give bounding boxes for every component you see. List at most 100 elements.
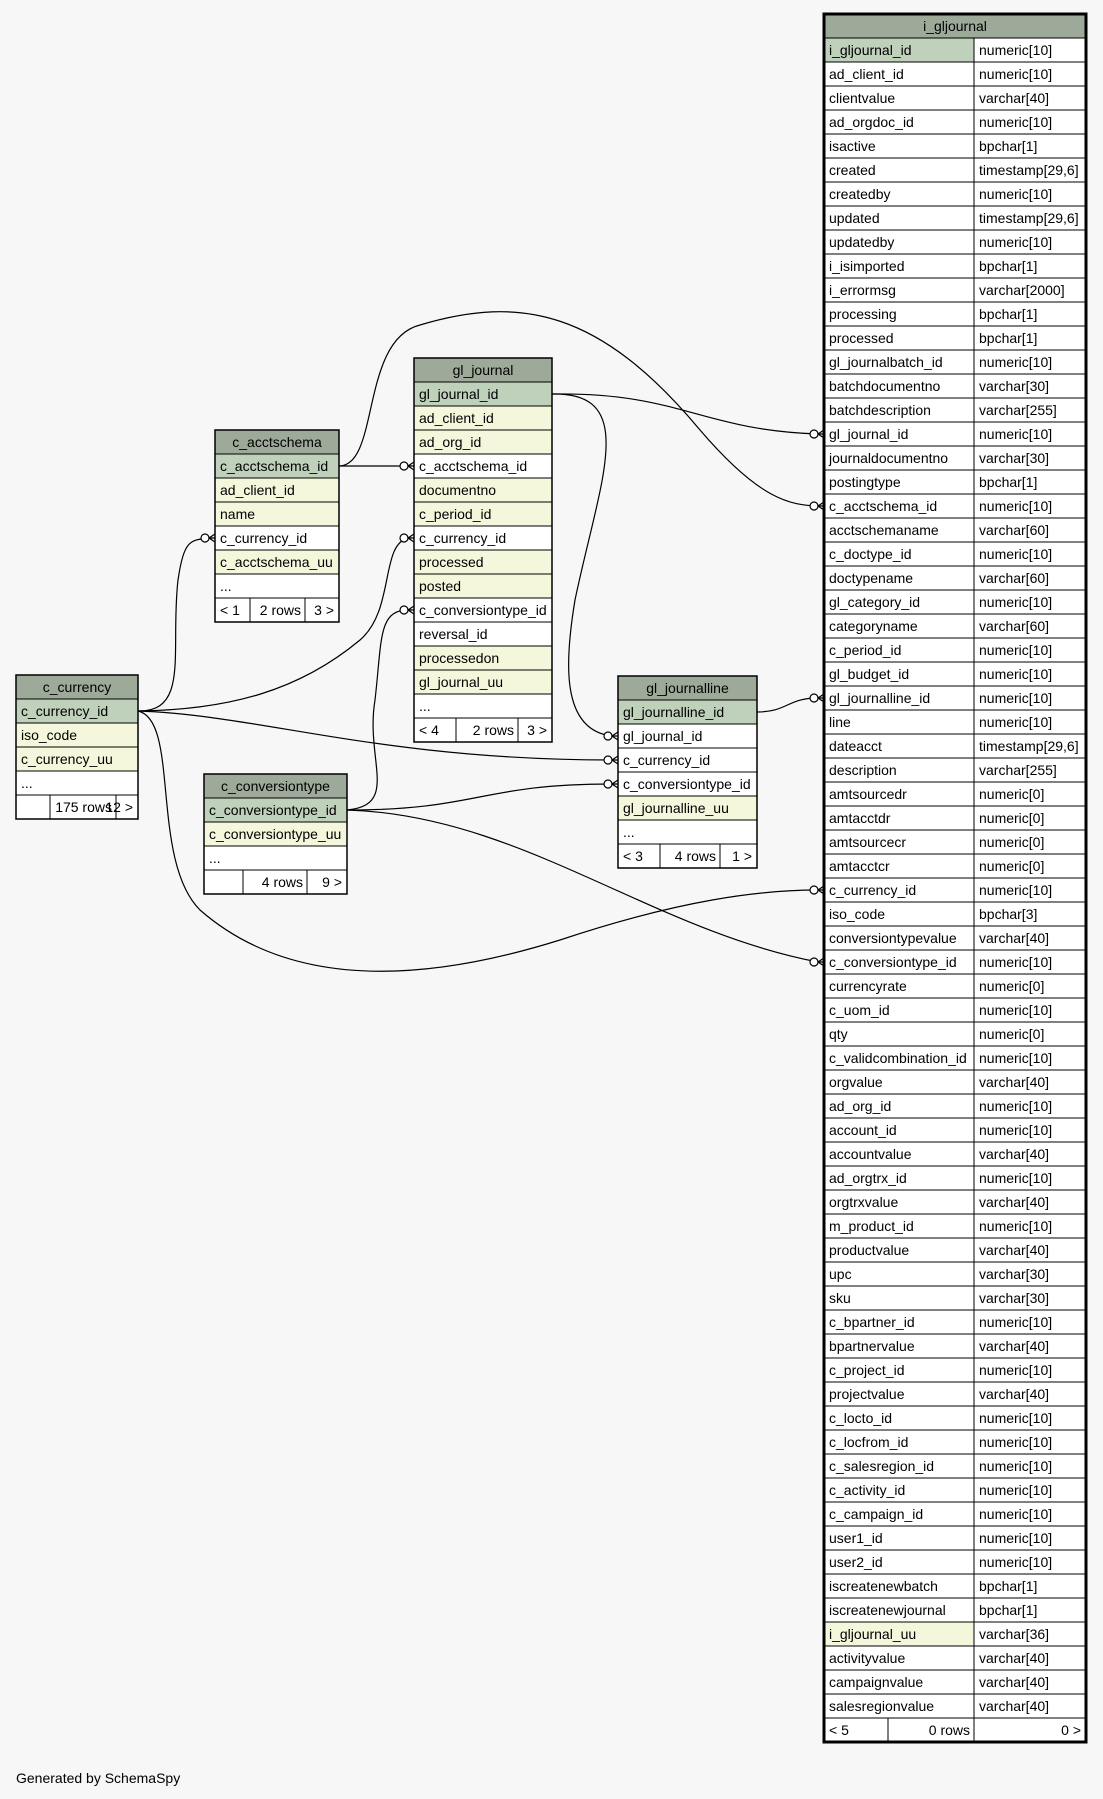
- column-name: ad_client_id: [220, 482, 295, 498]
- relationship-c-currency-to-gl-journal: [137, 537, 409, 712]
- crows-foot-icon: [407, 461, 415, 471]
- column-name: c_project_id: [829, 1362, 905, 1378]
- column-name: iscreatenewbatch: [829, 1578, 938, 1594]
- column-name: c_period_id: [419, 506, 491, 522]
- zero-many-marker-icon: [399, 461, 409, 471]
- table-border: [203, 773, 348, 895]
- column-name: conversiontypevalue: [829, 930, 957, 946]
- column-type-cell: [973, 157, 1087, 183]
- column-name: amtsourcecr: [829, 834, 906, 850]
- relationship-c-currency-to-i-gljournal: [137, 710, 819, 972]
- column-type: numeric[10]: [979, 642, 1052, 658]
- column-name: c_locto_id: [829, 1410, 892, 1426]
- column-type: bpchar[3]: [979, 906, 1037, 922]
- column-name: iscreatenewjournal: [829, 1602, 946, 1618]
- column-name: ...: [623, 824, 635, 840]
- table-c-acctschema[interactable]: c_acctschemac_acctschema_idad_client_idn…: [214, 429, 340, 623]
- crows-foot-icon: [817, 501, 825, 511]
- column-type-cell: [973, 181, 1087, 207]
- children-link: 12 >: [105, 799, 133, 815]
- parents-link: < 4: [419, 722, 439, 738]
- column-name: isactive: [829, 138, 876, 154]
- column-type: varchar[40]: [979, 90, 1049, 106]
- column-type-cell: [973, 1597, 1087, 1623]
- column-type-cell: [973, 1117, 1087, 1143]
- column-type-cell: [973, 1549, 1087, 1575]
- row-count: 0 rows: [929, 1722, 970, 1738]
- column-name: reversal_id: [419, 626, 487, 642]
- table-title: c_currency: [43, 679, 111, 695]
- column-type-cell: [973, 997, 1087, 1023]
- column-type-cell: [973, 1069, 1087, 1095]
- table-c-currency[interactable]: c_currencyc_currency_idiso_codec_currenc…: [15, 674, 139, 820]
- column-name: name: [220, 506, 255, 522]
- column-name: qty: [829, 1026, 848, 1042]
- table-gl-journalline[interactable]: gl_journallinegl_journalline_idgl_journa…: [617, 675, 758, 869]
- column-type: bpchar[1]: [979, 1602, 1037, 1618]
- parents-link: < 3: [623, 848, 643, 864]
- column-type-cell: [973, 1405, 1087, 1431]
- column-row: [617, 819, 758, 845]
- children-link: 9 >: [322, 874, 342, 890]
- column-name: gl_journal_id: [419, 386, 498, 402]
- column-type-cell: [973, 1237, 1087, 1263]
- column-name: orgvalue: [829, 1074, 883, 1090]
- column-type-cell: [973, 469, 1087, 495]
- column-name: gl_journal_id: [829, 426, 908, 442]
- crows-foot-icon: [208, 533, 216, 543]
- column-name: gl_journalline_uu: [623, 800, 729, 816]
- column-type-cell: [973, 1453, 1087, 1479]
- column-type: varchar[40]: [979, 1074, 1049, 1090]
- column-type: varchar[40]: [979, 1242, 1049, 1258]
- column-row: [214, 573, 340, 599]
- column-name: gl_journal_uu: [419, 674, 503, 690]
- relationship-gl-journalline-to-i-gljournal: [756, 697, 819, 713]
- column-row: [413, 381, 553, 407]
- column-type: numeric[10]: [979, 1506, 1052, 1522]
- column-type-cell: [973, 373, 1087, 399]
- column-type: varchar[40]: [979, 1146, 1049, 1162]
- column-name: c_period_id: [829, 642, 901, 658]
- column-type: numeric[10]: [979, 954, 1052, 970]
- crows-foot-icon: [611, 731, 619, 741]
- column-type: bpchar[1]: [979, 330, 1037, 346]
- column-row: [413, 525, 553, 551]
- column-type-cell: [973, 325, 1087, 351]
- column-type-cell: [973, 1477, 1087, 1503]
- column-name: processing: [829, 306, 897, 322]
- column-row: [617, 771, 758, 797]
- table-gl-journal[interactable]: gl_journalgl_journal_idad_client_idad_or…: [413, 357, 553, 743]
- zero-many-marker-icon: [809, 501, 819, 511]
- column-type: varchar[60]: [979, 570, 1049, 586]
- column-name: c_salesregion_id: [829, 1458, 934, 1474]
- column-type-cell: [973, 301, 1087, 327]
- column-type: timestamp[29,6]: [979, 210, 1079, 226]
- column-type-cell: [973, 565, 1087, 591]
- column-name: gl_journalline_id: [829, 690, 930, 706]
- table-i-gljournal[interactable]: i_gljournalnumeric[10]i_gljournal_idnume…: [822, 12, 1088, 1744]
- crows-foot-icon: [817, 957, 825, 967]
- column-name: ad_client_id: [419, 410, 494, 426]
- column-row: [214, 477, 340, 503]
- column-name: gl_journalbatch_id: [829, 354, 943, 370]
- column-name: upc: [829, 1266, 852, 1282]
- parents-link: < 5: [829, 1722, 849, 1738]
- column-type: numeric[10]: [979, 1314, 1052, 1330]
- generated-by-label: Generated by SchemaSpy: [16, 1770, 181, 1786]
- column-name: user1_id: [829, 1530, 883, 1546]
- column-name: iso_code: [21, 727, 77, 743]
- parents-link: < 1: [220, 602, 240, 618]
- crows-foot-icon: [407, 533, 415, 543]
- column-type-cell: [973, 1021, 1087, 1047]
- table-c-conversiontype[interactable]: c_conversiontypec_conversiontype_idc_con…: [203, 773, 348, 895]
- crows-foot-icon: [407, 605, 415, 615]
- zero-many-marker-icon: [399, 605, 409, 615]
- crows-foot-icon: [817, 885, 825, 895]
- column-name: gl_budget_id: [829, 666, 909, 682]
- column-name: amtacctcr: [829, 858, 890, 874]
- column-name: c_acctschema_uu: [220, 554, 333, 570]
- column-name: amtsourcedr: [829, 786, 907, 802]
- column-name: created: [829, 162, 876, 178]
- column-type: bpchar[1]: [979, 1578, 1037, 1594]
- zero-many-marker-icon: [809, 429, 819, 439]
